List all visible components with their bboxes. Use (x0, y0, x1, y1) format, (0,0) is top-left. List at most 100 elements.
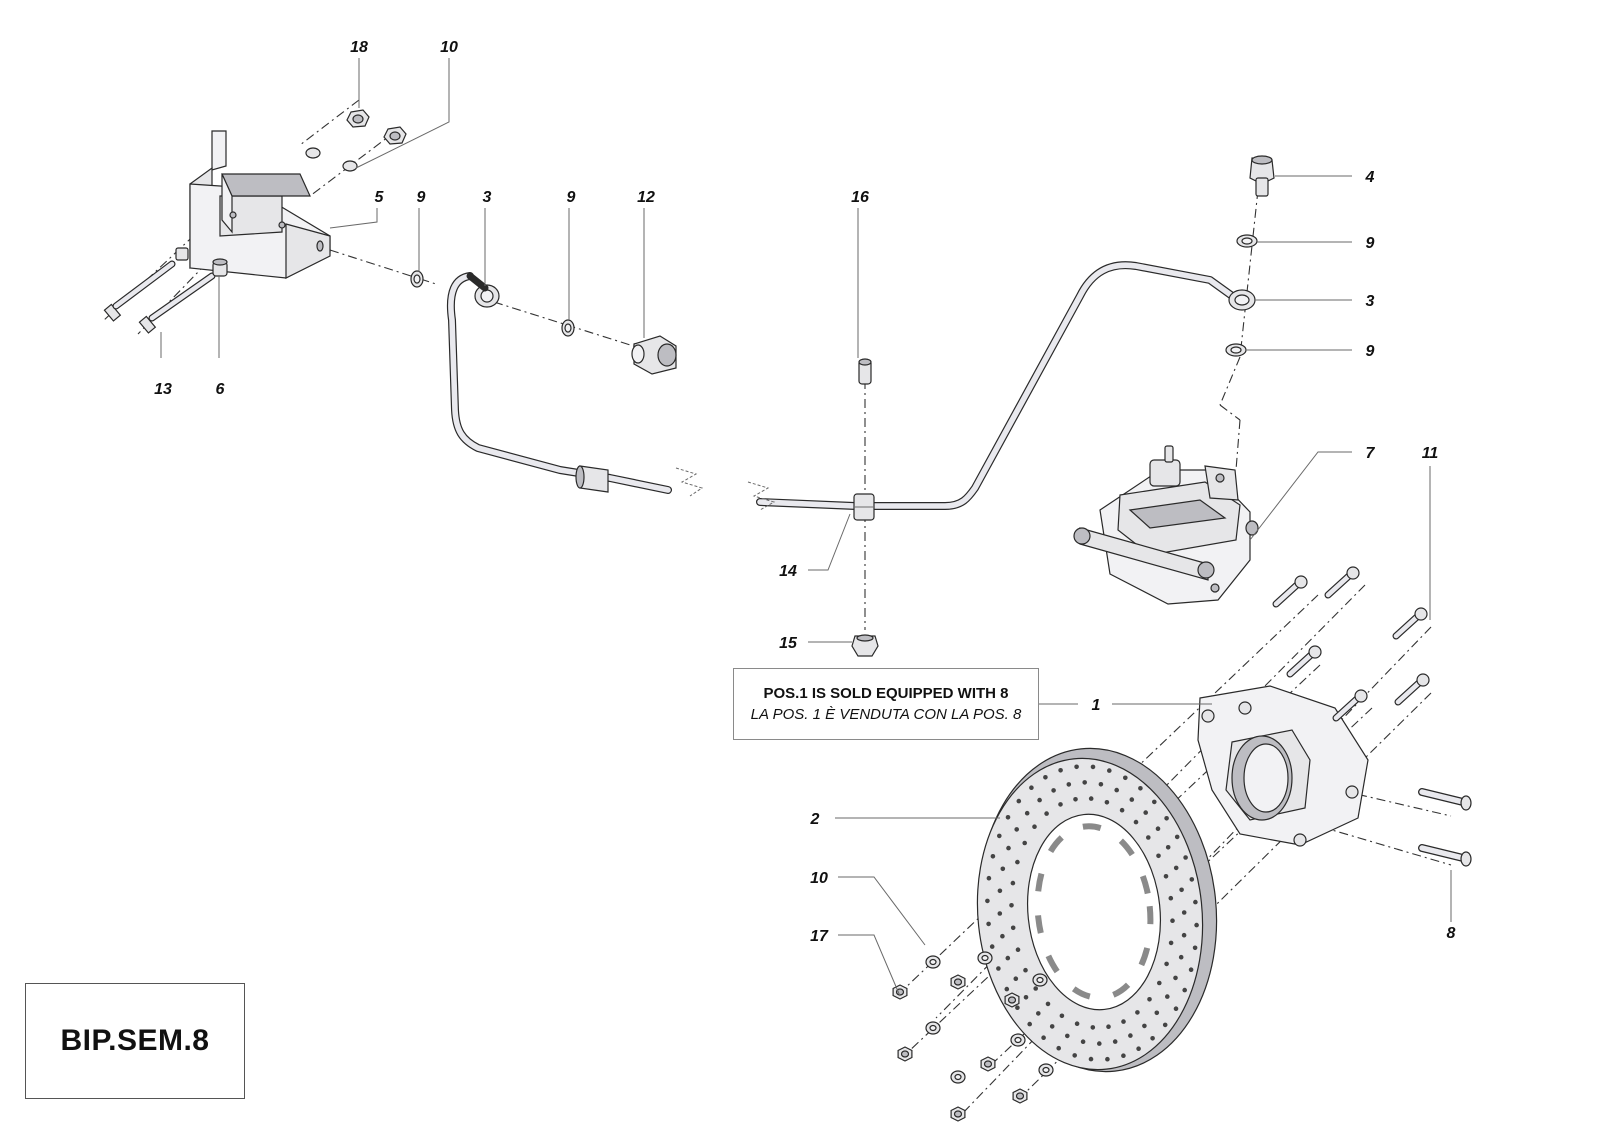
disc-drill-hole (1170, 918, 1175, 923)
disc-drill-hole (986, 921, 991, 927)
disc-drill-hole (1165, 845, 1171, 850)
disc-drill-hole (1015, 947, 1021, 952)
disc-drill-hole (1010, 880, 1016, 886)
disc-drill-hole (1182, 987, 1187, 993)
disc-drill-hole (1164, 961, 1169, 967)
callout-labels: 18 10 5 9 3 9 12 13 6 16 4 9 3 9 7 11 14… (154, 39, 1455, 945)
brake-disc (976, 747, 1218, 1073)
disc-drill-hole (996, 966, 1001, 971)
disc-drill-hole (1033, 986, 1038, 991)
bolt-13 (103, 260, 216, 334)
disc-washer-hole (929, 1024, 937, 1032)
sale-note-english: POS.1 IS SOLD EQUIPPED WITH 8 (763, 685, 1009, 702)
disc-drill-hole (1022, 840, 1027, 846)
disc-washer-hole (954, 1073, 962, 1081)
banjo-bolt-4 (1249, 155, 1275, 197)
disc-drill-hole (1004, 986, 1010, 992)
disc-drill-hole (1080, 1039, 1086, 1044)
tee-14 (853, 493, 875, 521)
disc-drill-hole (1188, 967, 1194, 972)
hub-bolt-shank-fill (1333, 695, 1361, 721)
pipe-clip (575, 465, 609, 493)
disc-drill-hole (1037, 797, 1042, 803)
disc-washer-hole (1042, 1066, 1050, 1074)
hub-bolt-head (1414, 607, 1428, 621)
disc-drill-hole (1043, 775, 1048, 780)
disc-washer-hole (1036, 976, 1044, 984)
disc-drill-hole (1119, 807, 1125, 813)
disc-drill-hole (1112, 1039, 1118, 1044)
disc-drill-hole (1006, 845, 1011, 851)
disc-drill-hole (990, 854, 996, 859)
diagram-code-box: BIP.SEM.8 (25, 983, 245, 1099)
disc-drill-hole (1005, 955, 1011, 961)
disc-drill-hole (1024, 810, 1030, 816)
callout-12: 12 (637, 189, 655, 206)
disc-nuts (892, 951, 1054, 1122)
disc-drill-hole (986, 875, 992, 881)
disc-drill-hole (1163, 874, 1169, 879)
disc-drill-hole (1056, 1045, 1061, 1051)
diagram-code: BIP.SEM.8 (60, 1024, 210, 1057)
disc-drill-hole (1179, 887, 1184, 893)
washer-9-left (410, 270, 575, 337)
nut-18 (346, 109, 370, 128)
callout-6: 6 (216, 381, 225, 398)
hub-bolt-head (1346, 566, 1360, 580)
disc-drill-hole (1098, 782, 1104, 787)
disc-drill-hole (1104, 800, 1110, 805)
wheel-hub (1197, 685, 1369, 847)
spacer-6 (175, 247, 228, 277)
hub-bolt-head (1294, 575, 1308, 589)
disc-drill-hole (985, 898, 990, 904)
disc-drill-hole (1178, 954, 1184, 960)
disc-nut-hole (953, 1110, 963, 1118)
sale-note-italian: LA POS. 1 È VENDUTA CON LA POS. 8 (750, 706, 1022, 723)
callout-16: 16 (851, 189, 869, 206)
hub-bolt-shank-fill (1273, 581, 1301, 607)
disc-drill-hole (1136, 1046, 1141, 1051)
brake-caliper (1073, 445, 1259, 605)
disc-drill-hole (1157, 980, 1162, 986)
disc-drill-hole (1138, 786, 1143, 791)
disc-drill-hole (1013, 976, 1019, 981)
disc-drill-hole (1114, 787, 1119, 793)
callout-9-right-lower: 9 (1366, 343, 1375, 360)
callout-13: 13 (154, 381, 172, 398)
disc-drill-hole (1150, 1036, 1155, 1041)
disc-drill-hole (1009, 903, 1014, 908)
disc-drill-hole (997, 833, 1002, 839)
disc-drill-hole (989, 944, 995, 949)
disc-drill-hole (1121, 1019, 1126, 1024)
hub-bolt-head (1416, 673, 1430, 687)
disc-drill-hole (1041, 1035, 1046, 1040)
disc-drill-hole (1156, 853, 1161, 859)
sale-note-box: POS.1 IS SOLD EQUIPPED WITH 8 LA POS. 1 … (733, 668, 1039, 740)
disc-drill-hole (1162, 1022, 1168, 1028)
callout-14: 14 (779, 563, 797, 580)
callout-17: 17 (810, 928, 829, 945)
disc-drill-hole (1106, 1024, 1111, 1029)
disc-drill-hole (1036, 1011, 1041, 1016)
disc-drill-hole (1173, 865, 1179, 871)
disc-drill-hole (1088, 796, 1094, 801)
disc-drill-hole (1107, 768, 1112, 773)
disc-drill-hole (1129, 797, 1135, 802)
disc-drill-hole (1032, 824, 1037, 829)
disc-drill-hole (1090, 1025, 1096, 1030)
disc-drill-hole (1128, 1033, 1133, 1038)
disc-drill-hole (1088, 1056, 1094, 1062)
disc-drill-holes (985, 764, 1199, 1062)
leader-lines (160, 58, 1452, 997)
disc-drill-hole (1023, 967, 1028, 973)
disc-drill-hole (1010, 925, 1016, 931)
callout-9-upper-mid: 9 (567, 189, 576, 206)
disc-drill-hole (1181, 932, 1187, 938)
disc-nut-hole (953, 978, 963, 986)
disc-washer-hole (929, 958, 937, 966)
disc-drill-hole (1152, 799, 1157, 805)
disc-drill-hole (1194, 922, 1199, 928)
callout-10-upper: 10 (440, 39, 458, 56)
disc-drill-hole (1015, 1005, 1020, 1010)
